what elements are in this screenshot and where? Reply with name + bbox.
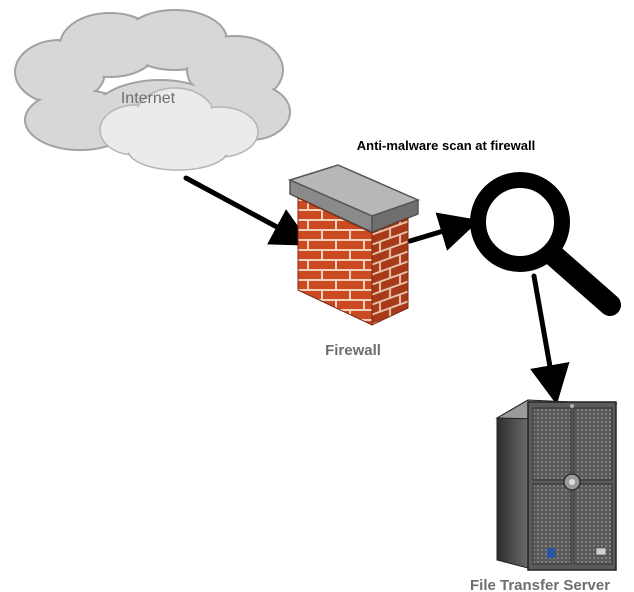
server-node: File Transfer Server [470, 399, 618, 592]
brick-wall-icon [287, 164, 421, 326]
internet-node: Internet [14, 9, 291, 171]
magnifying-glass-icon [470, 172, 621, 316]
connector-arrows [183, 175, 570, 405]
scan-label: Anti-malware scan at firewall [357, 138, 535, 153]
server-label: File Transfer Server [470, 577, 610, 592]
firewall-label: Firewall [325, 342, 381, 359]
tower-server-icon [495, 399, 618, 571]
internet-label: Internet [121, 90, 176, 107]
scan-node: Anti-malware scan at firewall [357, 138, 621, 316]
cloud-icon [14, 9, 291, 171]
arrow-firewall-to-scan [407, 212, 480, 251]
arrow-internet-to-firewall [183, 175, 312, 246]
arrow-scan-to-server [530, 273, 570, 405]
firewall-node: Firewall [287, 164, 421, 359]
